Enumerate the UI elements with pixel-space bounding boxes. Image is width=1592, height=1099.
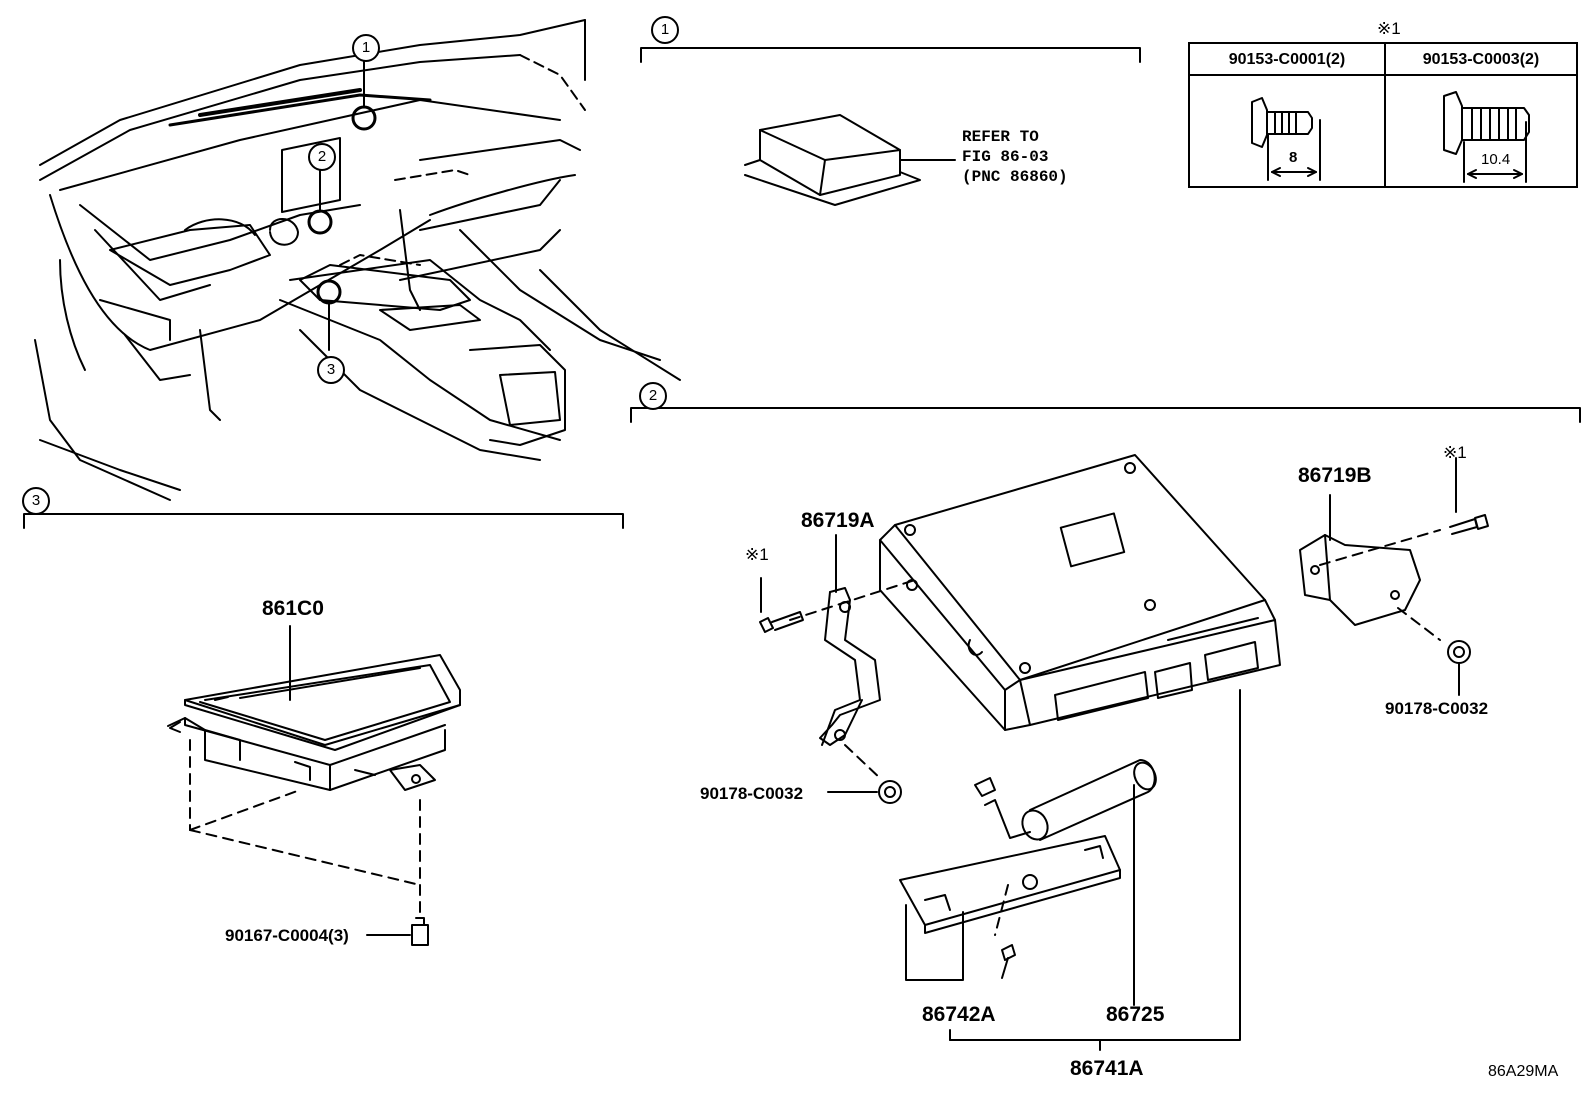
figure-code: 86A29MA: [1488, 1063, 1559, 1080]
bolt-90153-c0003-drawing: [1443, 91, 1530, 183]
cover-86742a-drawing: [899, 835, 1121, 934]
table-mark: ※1: [1377, 19, 1401, 38]
dashboard-overview-drawing: [34, 19, 681, 501]
bolt-dim-col1: 8: [1289, 149, 1298, 166]
part-label-86741a: 86741A: [1070, 1057, 1144, 1080]
callout-1-overview: 1: [352, 34, 380, 62]
cover-screw-drawing: [1001, 944, 1016, 979]
refer-note-line1: REFER TO: [962, 128, 1039, 146]
refer-note-line2: FIG 86-03: [962, 148, 1049, 166]
bolt-dim-col2: 10.4: [1481, 151, 1511, 168]
callout-1-section: 1: [651, 16, 679, 44]
table-header-col2: 90153-C0003(2): [1386, 44, 1576, 76]
screw-left-drawing: [759, 611, 804, 633]
bolt-table: 90153-C0001(2) 90153-C0003(2): [1188, 42, 1578, 188]
mark-left: ※1: [745, 545, 769, 564]
screw-90167-drawing: [411, 917, 429, 946]
part-label-86719a: 86719A: [801, 509, 875, 532]
callout-3-overview: 3: [317, 356, 345, 384]
mark-right: ※1: [1443, 443, 1467, 462]
callout-3-section: 3: [22, 487, 50, 515]
module-861c0-drawing: [167, 654, 461, 791]
bracket-86719a-drawing: [819, 587, 881, 746]
part-label-861c0: 861C0: [262, 597, 324, 620]
callout-2-section: 2: [639, 382, 667, 410]
part-label-90167-c0004: 90167-C0004(3): [225, 926, 349, 945]
part-label-86725: 86725: [1106, 1003, 1165, 1026]
table-divider: [1384, 44, 1386, 186]
bolt-90153-c0001-drawing: [1251, 97, 1321, 181]
ecu-unit-drawing: [879, 454, 1281, 731]
part-label-90178-c0032-right: 90178-C0032: [1385, 699, 1489, 718]
bracket-86719b-drawing: [1299, 534, 1421, 626]
refer-module-drawing: [744, 114, 956, 206]
battery-86725-drawing: [974, 759, 1157, 841]
callout-2-overview: 2: [308, 143, 336, 171]
refer-note-line3: (PNC 86860): [962, 168, 1068, 186]
part-label-86742a: 86742A: [922, 1003, 996, 1026]
table-header-col1: 90153-C0001(2): [1190, 44, 1384, 76]
part-label-86719b: 86719B: [1298, 464, 1372, 487]
screw-right-drawing: [1449, 514, 1489, 535]
part-label-90178-c0032-left: 90178-C0032: [700, 784, 804, 803]
